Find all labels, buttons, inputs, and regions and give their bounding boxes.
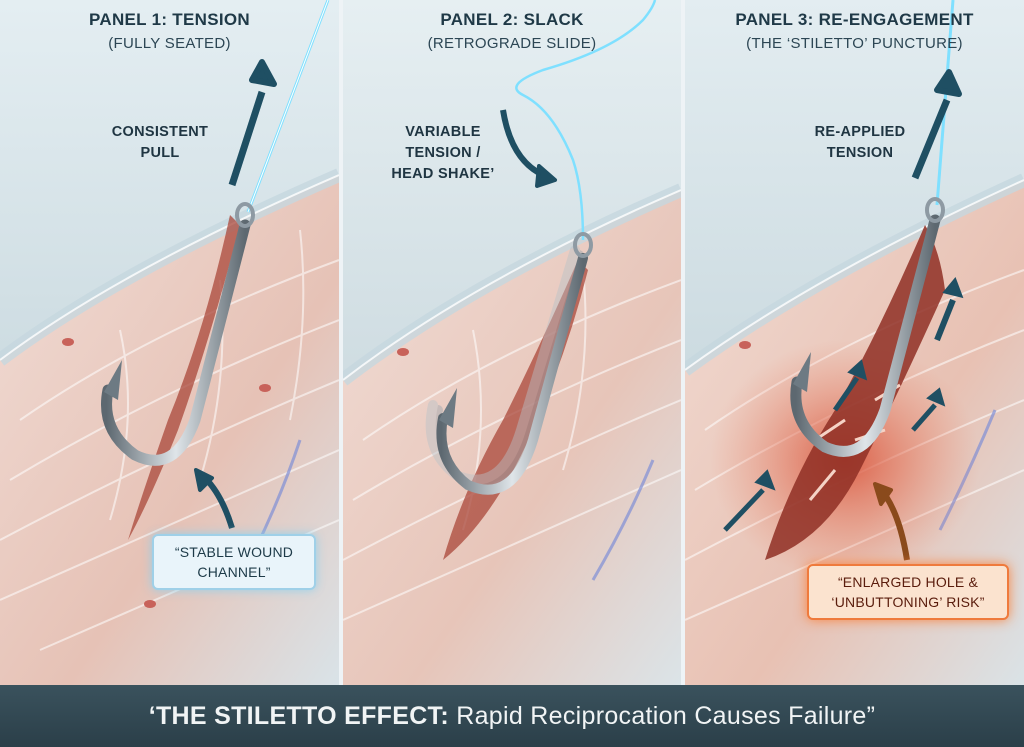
panel-divider [339, 0, 343, 685]
callout-line-1: “STABLE WOUND [174, 544, 294, 560]
reapplied-label: RE-APPLIED TENSION [795, 122, 925, 164]
callout-arrow [873, 482, 910, 561]
panel-tension: PANEL 1: TENSION (FULLY SEATED) CONSISTE… [0, 0, 339, 685]
reapplied-label-line-2: TENSION [826, 145, 894, 161]
tension-label-line-3: HEAD SHAKE’ [391, 166, 495, 182]
panel-subtitle: (FULLY SEATED) [108, 35, 231, 52]
caption: ‘THE STILETTO EFFECT: Rapid Reciprocatio… [149, 702, 876, 731]
reapplied-tension-arrow [911, 69, 962, 180]
hook [101, 219, 251, 466]
panel-title: PANEL 2: SLACK [440, 10, 584, 29]
panel-2-illustration [343, 0, 681, 685]
panel-subtitle: (THE ‘STILETTO’ PUNCTURE) [746, 35, 963, 52]
pull-label: CONSISTENT PULL [95, 122, 225, 164]
stable-wound-callout: “STABLE WOUND CHANNEL” [152, 534, 316, 590]
panel-slack: PANEL 2: SLACK (RETROGRADE SLIDE) VARIAB… [343, 0, 681, 685]
panel-title: PANEL 3: RE-ENGAGEMENT [735, 10, 974, 29]
caption-bold: ‘THE STILETTO EFFECT: [148, 701, 449, 730]
enlarged-hole-callout: “ENLARGED HOLE & ‘UNBUTTONING’ RISK” [807, 564, 1009, 620]
panel-re-engagement: PANEL 3: RE-ENGAGEMENT (THE ‘STILETTO’ P… [685, 0, 1024, 685]
pull-label-line-2: PULL [140, 145, 180, 161]
reapplied-label-line-1: RE-APPLIED [814, 124, 906, 140]
tension-label: VARIABLE TENSION / HEAD SHAKE’ [373, 122, 513, 185]
callout-line-1: “ENLARGED HOLE & [837, 574, 979, 590]
pull-label-line-1: CONSISTENT [111, 124, 209, 140]
caption-rest: Rapid Reciprocation Causes Failure” [449, 701, 876, 730]
slack-line [515, 0, 657, 241]
force-arrows [723, 277, 964, 532]
callout-line-2: ‘UNBUTTONING’ RISK” [831, 594, 985, 610]
panel-3-illustration [685, 0, 1024, 685]
panel-divider [681, 0, 685, 685]
shake-arrow [500, 109, 557, 188]
tension-label-line-2: TENSION / [405, 145, 481, 161]
tension-label-line-1: VARIABLE [405, 124, 481, 140]
callout-line-2: CHANNEL” [197, 564, 271, 580]
callout-arrow [194, 468, 235, 529]
hook [436, 253, 588, 495]
hook [790, 214, 941, 457]
pull-arrow [228, 59, 277, 187]
caption-bar: ‘THE STILETTO EFFECT: Rapid Reciprocatio… [0, 685, 1024, 747]
enlarged-hole [765, 225, 945, 560]
panel-title: PANEL 1: TENSION [89, 10, 250, 29]
panel-subtitle: (RETROGRADE SLIDE) [427, 35, 597, 52]
